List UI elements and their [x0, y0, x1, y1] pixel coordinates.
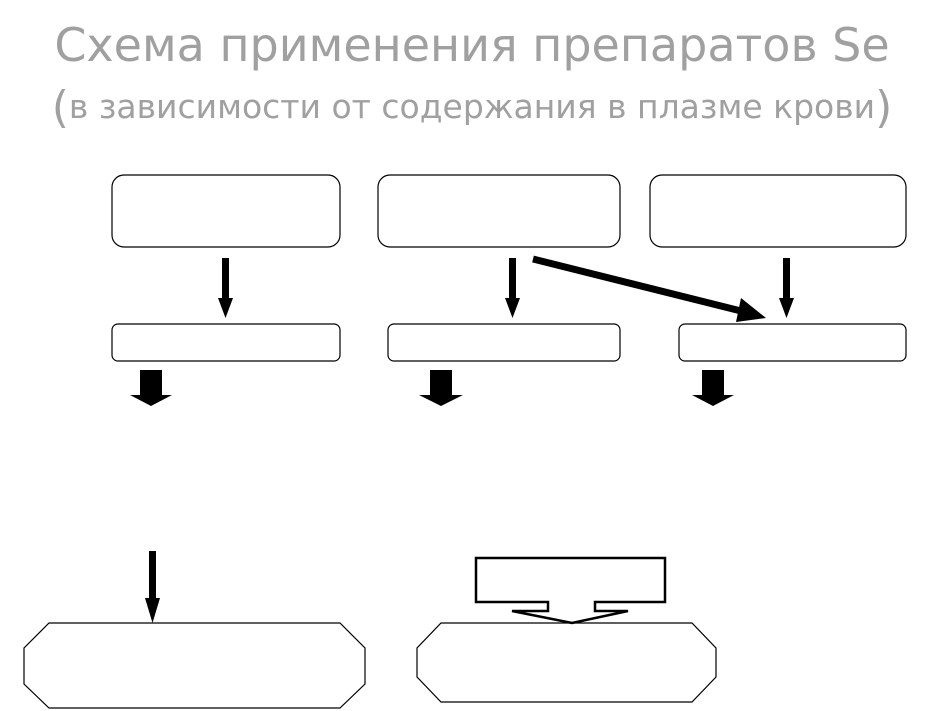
diagram-title: Схема применения препаратов Se — [54, 18, 890, 72]
mid-box-center — [387, 323, 621, 362]
top-box-right — [649, 174, 907, 248]
mid-box-right — [678, 323, 907, 362]
block-arrow-center — [419, 370, 463, 406]
top-box-center — [377, 174, 621, 248]
paren-open: ( — [51, 82, 69, 133]
block-arrow-left — [130, 370, 172, 406]
arrow-down-left — [218, 258, 233, 318]
subtitle-text: в зависимости от содержания в плазме кро… — [68, 87, 876, 126]
mid-box-left — [111, 323, 341, 362]
diagram-subtitle: (в зависимости от содержания в плазме кр… — [0, 82, 944, 133]
top-box-left — [111, 174, 341, 248]
bottom-octagon-left — [23, 622, 366, 709]
arrow-diagonal — [532, 255, 766, 322]
block-arrow-right — [692, 370, 734, 406]
callout-box — [474, 556, 667, 625]
arrow-down-bottom-left — [145, 551, 160, 623]
arrow-down-center — [505, 258, 520, 318]
bottom-octagon-right — [416, 622, 717, 703]
arrow-down-right — [779, 258, 794, 318]
paren-close: ) — [875, 82, 893, 133]
